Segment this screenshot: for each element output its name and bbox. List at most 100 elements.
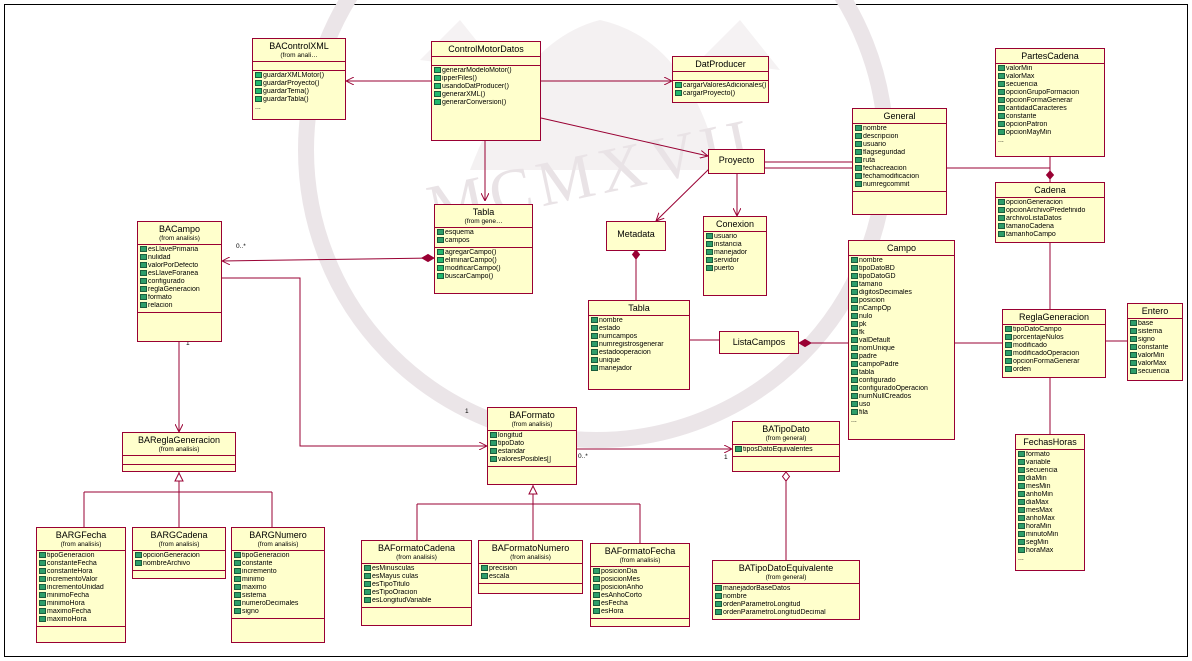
attribute-icon xyxy=(591,317,598,324)
class-name: BATipoDato xyxy=(762,424,810,434)
class-baformatonumero[interactable]: BAFormatoNumero(from analisis) precision… xyxy=(478,540,583,594)
attribute-icon xyxy=(1130,328,1137,335)
attribute-icon xyxy=(998,105,1005,112)
class-attribute: estadooperacion xyxy=(591,349,687,357)
attribute-label: valorMax xyxy=(1138,360,1167,367)
class-attribute: nombre xyxy=(715,593,857,601)
attribute-label: ruta xyxy=(863,157,876,164)
class-bacontrolxml[interactable]: BAControlXML(from anali… guardarXMLMotor… xyxy=(252,38,346,120)
class-baformatocadena[interactable]: BAFormatoCadena(from analisis) esMinuscu… xyxy=(361,540,472,626)
class-attribute: usuario xyxy=(706,233,764,241)
attribute-label: minimoFecha xyxy=(47,592,90,599)
operation-label: cargarValoresAdicionales() xyxy=(683,82,766,89)
attribute-icon xyxy=(998,207,1005,214)
class-attribute: ordenParametroLongitudDecimal xyxy=(715,609,857,617)
attribute-icon xyxy=(855,125,862,132)
attribute-label: minimo xyxy=(242,576,265,583)
class-attribute: incremento xyxy=(234,568,322,576)
attribute-icon xyxy=(490,432,497,439)
class-package: (from gene… xyxy=(464,218,503,225)
class-attribute: esLongitudVariable xyxy=(364,597,469,605)
operation-label: generarConversion() xyxy=(442,99,507,106)
class-attribute: opcionGeneracion xyxy=(998,199,1102,207)
class-attribute: tamanhoCampo xyxy=(998,231,1102,239)
class-attribute: minimoHora xyxy=(39,600,123,608)
class-listacampos[interactable]: ListaCampos xyxy=(719,331,799,354)
attribute-icon xyxy=(39,552,46,559)
attribute-icon xyxy=(437,229,444,236)
attribute-icon xyxy=(135,560,142,567)
link-bacampo-baformato xyxy=(222,277,487,446)
attribute-icon xyxy=(998,73,1005,80)
attribute-label: maximoFecha xyxy=(47,608,91,615)
attribute-label: esLlavePrimaria xyxy=(148,246,199,253)
class-bargcadena[interactable]: BARGCadena(from analisis) opcionGeneraci… xyxy=(132,527,226,579)
class-attribute: manejador xyxy=(591,365,687,373)
attribute-label: tipoDatoGD xyxy=(859,273,896,280)
class-bareglageneracion[interactable]: BAReglaGeneracion(from analisis) xyxy=(122,432,236,472)
class-attribute: modificadoOperacion xyxy=(1005,350,1103,358)
class-attribute: tipoGeneracion xyxy=(39,552,123,560)
attribute-icon xyxy=(715,601,722,608)
attribute-label: cantidadCaracteres xyxy=(1006,105,1067,112)
attribute-label: instancia xyxy=(714,241,742,248)
class-operation: guardarXMLMotor() xyxy=(255,72,343,80)
class-attribute: diaMin xyxy=(1018,475,1082,483)
class-metadata[interactable]: Metadata xyxy=(606,221,666,251)
mult-baformato-many: 0..* xyxy=(578,453,588,460)
class-attribute: maximoHora xyxy=(39,616,123,624)
attribute-icon xyxy=(1005,334,1012,341)
class-attribute: escala xyxy=(481,573,580,581)
attribute-icon xyxy=(855,165,862,172)
class-proyecto[interactable]: Proyecto xyxy=(708,149,765,174)
attribute-icon xyxy=(715,609,722,616)
mult-batipodato-one: 1 xyxy=(724,454,728,461)
class-attribute: tipoGeneracion xyxy=(234,552,322,560)
class-attribute: configurado xyxy=(851,377,952,385)
class-package: (from analisis) xyxy=(257,541,299,548)
attribute-label: base xyxy=(1138,320,1154,327)
class-attribute: longitud xyxy=(490,432,574,440)
attribute-icon xyxy=(851,321,858,328)
class-batipodatoequivalente[interactable]: BATipoDatoEquivalente(from general) mane… xyxy=(712,560,860,620)
attribute-icon xyxy=(851,281,858,288)
attribute-icon xyxy=(234,568,241,575)
attribute-icon xyxy=(1018,467,1025,474)
attribute-icon xyxy=(1130,336,1137,343)
class-datproducer[interactable]: DatProducer cargarValoresAdicionales()ca… xyxy=(672,56,769,103)
class-attribute: numcampos xyxy=(591,333,687,341)
class-package: (from analisis) xyxy=(510,554,551,561)
attribute-icon xyxy=(591,325,598,332)
class-baformatofecha[interactable]: BAFormatoFecha(from analisis) posicionDi… xyxy=(590,543,690,627)
attribute-label: ... xyxy=(998,137,1004,144)
attribute-icon xyxy=(39,584,46,591)
attribute-label: valorPorDefecto xyxy=(148,262,199,269)
attribute-icon xyxy=(593,584,600,591)
class-batipodato[interactable]: BATipoDato(from general) tiposDatoEquiva… xyxy=(732,421,840,472)
attribute-label: configurado xyxy=(859,377,896,384)
class-bargnumero[interactable]: BARGNumero(from analisis) tipoGeneracion… xyxy=(231,527,325,643)
attribute-label: manejadorBaseDatos xyxy=(723,585,791,592)
class-attribute: secuencia xyxy=(998,81,1102,89)
attribute-icon xyxy=(1130,344,1137,351)
class-controlmotordatos[interactable]: ControlMotorDatos generarModeloMotor()ip… xyxy=(431,41,541,141)
attribute-label: pk xyxy=(859,321,867,328)
class-attribute: secuencia xyxy=(1130,368,1180,376)
